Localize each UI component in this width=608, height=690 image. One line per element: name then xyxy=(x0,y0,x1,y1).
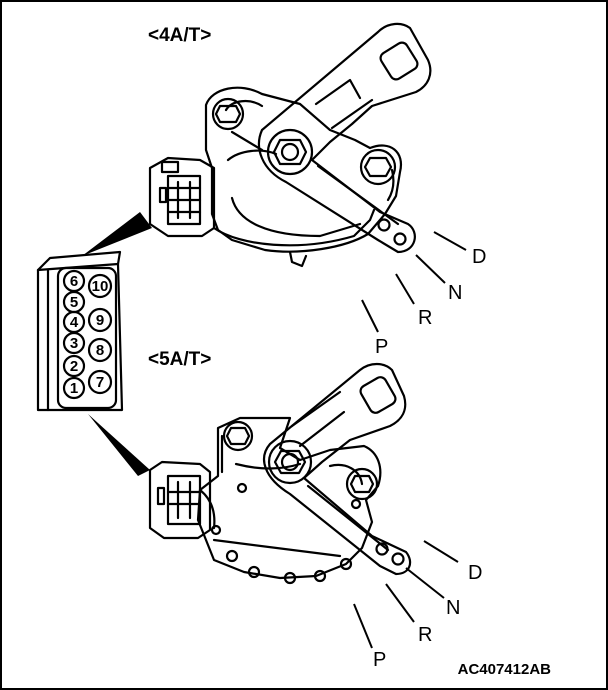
callout-wedge-bottom xyxy=(88,414,150,476)
leader-top-n xyxy=(415,254,446,284)
pin-label: 5 xyxy=(70,294,78,311)
position-label-n-5at: N xyxy=(446,597,460,619)
position-label-p-4at: P xyxy=(375,336,388,358)
switch-4at-sector-arc xyxy=(212,196,376,247)
connector-face xyxy=(36,250,124,412)
pin-label: 8 xyxy=(96,342,104,359)
switch-4at-connector xyxy=(148,156,216,238)
switch-5at-right-bolt xyxy=(345,467,379,501)
pin-label: 4 xyxy=(70,314,79,331)
switch-4at xyxy=(148,22,432,268)
switch-5at-left-bolt xyxy=(222,420,254,452)
title-4at: <4A/T> xyxy=(148,25,211,46)
leader-top-d xyxy=(433,231,467,251)
title-5at: <5A/T> xyxy=(148,349,211,370)
switch-4at-right-bolt xyxy=(359,148,397,186)
callout-wedge-top xyxy=(82,212,152,256)
switch-4at-left-bolt xyxy=(211,97,245,131)
leader-bottom-d xyxy=(423,540,459,563)
switch-5at-housing xyxy=(196,416,382,580)
position-label-p-5at: P xyxy=(373,649,386,671)
leader-bottom-n xyxy=(405,567,445,599)
switch-5at-lobes xyxy=(210,482,362,585)
pin-label: 7 xyxy=(96,374,104,391)
pin-label: 3 xyxy=(70,335,78,352)
leader-bottom-r xyxy=(385,583,415,623)
pin-label: 9 xyxy=(96,312,104,329)
switch-5at-connector xyxy=(148,460,212,540)
figure-code: AC407412AB xyxy=(458,661,552,678)
position-label-r-5at: R xyxy=(418,624,432,646)
leader-top-p xyxy=(361,299,379,333)
leader-top-r xyxy=(395,273,415,305)
pin-label: 1 xyxy=(70,380,78,397)
switch-5at-lever xyxy=(262,362,412,576)
position-label-r-4at: R xyxy=(418,307,432,329)
pin-label: 6 xyxy=(70,273,78,290)
switch-4at-lever xyxy=(257,22,432,254)
switch-4at-housing xyxy=(204,86,403,253)
pin-label: 2 xyxy=(70,358,78,375)
switch-5at xyxy=(148,362,412,585)
position-label-n-4at: N xyxy=(448,282,462,304)
position-label-d-5at: D xyxy=(468,562,482,584)
position-label-d-4at: D xyxy=(472,246,486,268)
leader-bottom-p xyxy=(353,603,373,649)
pin-label: 10 xyxy=(92,278,109,295)
